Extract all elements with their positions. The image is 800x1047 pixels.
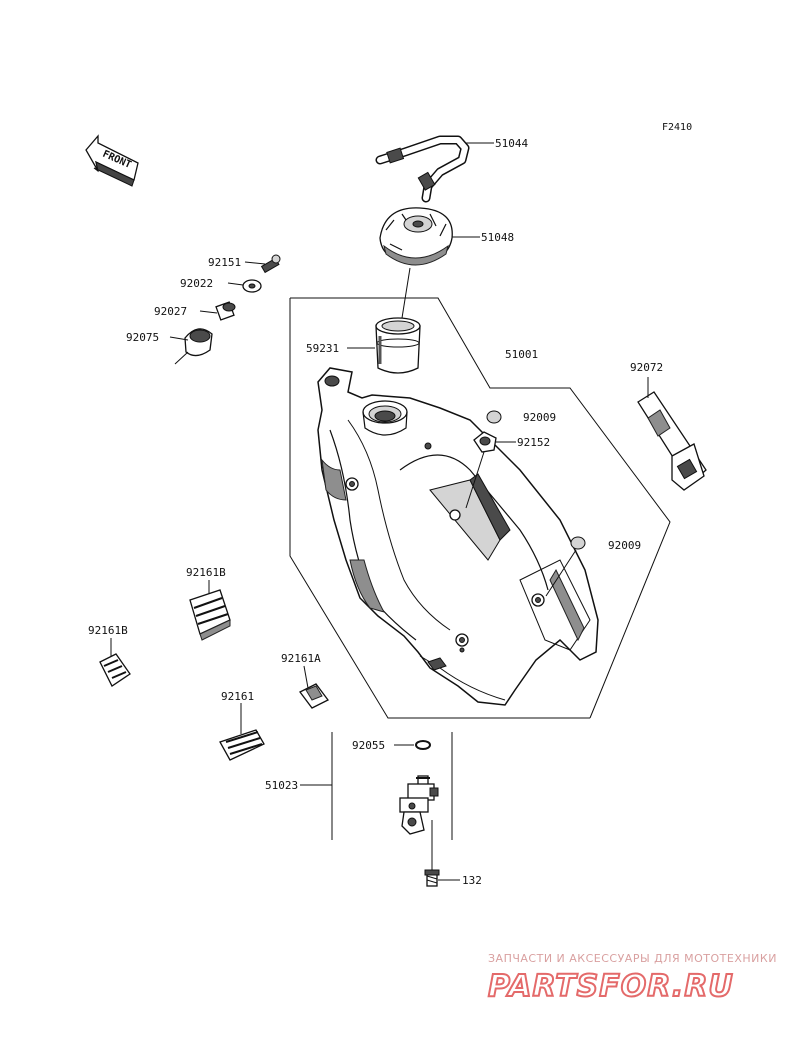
fuel-cock-part bbox=[399, 775, 439, 835]
assembly-bracket-right bbox=[290, 297, 671, 719]
leader-92161A bbox=[303, 665, 309, 689]
label-51048: 51048 bbox=[481, 231, 514, 244]
pad-92161A-part bbox=[299, 683, 329, 709]
leader-92027 bbox=[199, 310, 218, 314]
label-59231: 59231 bbox=[306, 342, 339, 355]
front-arrow-icon: FRONT bbox=[85, 134, 139, 187]
assembly-bracket-left bbox=[289, 298, 590, 719]
rubber-strap-92072-part bbox=[637, 391, 707, 491]
damper-92009-bottom-part bbox=[570, 536, 586, 550]
bolt-92151-part bbox=[260, 254, 281, 274]
damper-92009-top-part bbox=[486, 410, 502, 424]
label-92055: 92055 bbox=[352, 739, 385, 752]
screw-132-part bbox=[424, 869, 440, 887]
leader-92009-to-tank bbox=[545, 549, 577, 597]
leader-92152-to-tank bbox=[465, 451, 485, 509]
label-92022: 92022 bbox=[180, 277, 213, 290]
label-92152: 92152 bbox=[517, 436, 550, 449]
o-ring-92055-part bbox=[415, 740, 431, 750]
collar-92027-part bbox=[215, 301, 236, 321]
label-132: 132 bbox=[462, 874, 482, 887]
fuel-tank-part bbox=[317, 367, 599, 706]
watermark-tagline: ЗАПЧАСТИ И АКСЕССУАРЫ ДЛЯ МОТОТЕХНИКИ bbox=[488, 952, 777, 965]
pad-92161B-upper-part bbox=[189, 589, 231, 641]
leader-cap-to-tank bbox=[401, 267, 411, 319]
leader-92151 bbox=[244, 261, 266, 265]
figure-code: F2410 bbox=[662, 122, 692, 133]
washer-92022-part bbox=[242, 279, 262, 293]
fuel-cap-part bbox=[379, 207, 453, 266]
label-92161B-upper: 92161B bbox=[186, 566, 226, 579]
label-92009-bottom: 92009 bbox=[608, 539, 641, 552]
pad-92161-part bbox=[219, 729, 265, 761]
label-92151: 92151 bbox=[208, 256, 241, 269]
label-92161B-lower: 92161B bbox=[88, 624, 128, 637]
label-92161A: 92161A bbox=[281, 652, 321, 665]
collar-92152-part bbox=[473, 431, 497, 453]
grommet-92075-part bbox=[174, 328, 213, 365]
leader-92022 bbox=[227, 282, 244, 286]
label-51023: 51023 bbox=[265, 779, 298, 792]
label-51044: 51044 bbox=[495, 137, 528, 150]
label-92075: 92075 bbox=[126, 331, 159, 344]
breather-hose-part bbox=[375, 135, 470, 203]
pad-92161B-lower-part bbox=[99, 653, 131, 687]
watermark-brand: PARTSFOR.RU bbox=[488, 969, 734, 1004]
label-92009-top: 92009 bbox=[523, 411, 556, 424]
label-92027: 92027 bbox=[154, 305, 187, 318]
label-51001: 51001 bbox=[505, 348, 538, 361]
label-92072: 92072 bbox=[630, 361, 663, 374]
label-92161: 92161 bbox=[221, 690, 254, 703]
leader-92075 bbox=[169, 336, 189, 341]
filler-strainer-part bbox=[375, 317, 421, 374]
